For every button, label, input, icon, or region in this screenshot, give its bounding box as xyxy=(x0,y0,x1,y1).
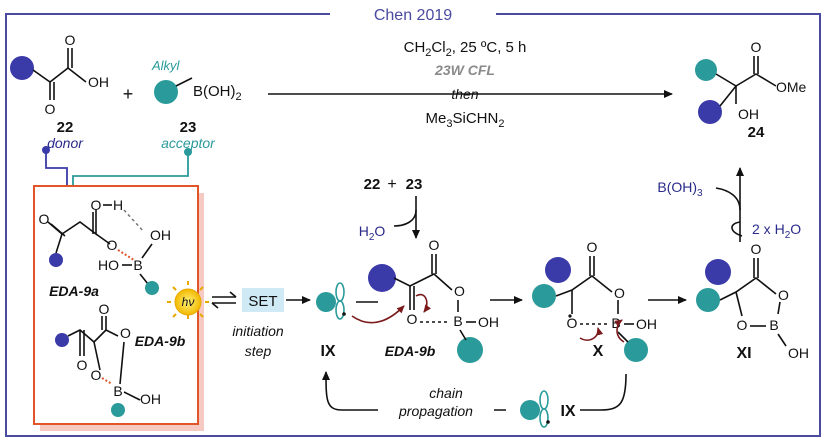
svg-text:O: O xyxy=(39,211,50,227)
main-reaction-arrow: CH2Cl2, 25 ºC, 5 h 23W CFL then Me3SiCHN… xyxy=(268,39,673,130)
svg-text:O: O xyxy=(778,287,789,303)
svg-text:+: + xyxy=(387,176,396,193)
label-24: 24 xyxy=(748,124,765,141)
svg-text:O: O xyxy=(407,311,418,327)
step-label: step xyxy=(245,343,272,359)
eda-9a-structure: O O H O OH B HO EDA-9a xyxy=(39,197,171,299)
product-donor-circle xyxy=(698,100,722,124)
mech-eda-9b: O O O B OH EDA-9b xyxy=(351,237,499,363)
compound-22: O O OH 22 donor xyxy=(10,32,109,151)
svg-text:H: H xyxy=(113,197,123,213)
set-label: SET xyxy=(248,293,277,310)
chain-label: chain xyxy=(429,385,463,401)
label-ix: IX xyxy=(320,343,335,360)
intermediate-x: O O O B OH X xyxy=(532,239,657,362)
svg-text:OH: OH xyxy=(478,314,499,330)
svg-text:B(OH)3: B(OH)3 xyxy=(657,179,703,199)
svg-text:O: O xyxy=(587,239,598,255)
initiation-label: initiation xyxy=(232,323,284,339)
o-carbonyl-1: O xyxy=(45,101,56,117)
label-23: 23 xyxy=(180,119,197,136)
boronic-acid: B(OH)2 xyxy=(193,83,242,103)
svg-text:O: O xyxy=(91,197,102,213)
product-oh: OH xyxy=(738,106,759,122)
condition-light: 23W CFL xyxy=(434,62,495,78)
sun-icon xyxy=(167,281,209,319)
compound-23: Alkyl B(OH)2 23 acceptor xyxy=(151,58,242,151)
svg-text:OH: OH xyxy=(636,316,657,332)
label-x: X xyxy=(593,343,604,360)
equilibrium-arrows xyxy=(211,291,237,309)
svg-text:OH: OH xyxy=(788,345,809,361)
svg-text:O: O xyxy=(120,325,131,341)
light-source: hν xyxy=(167,281,209,319)
acid-oh: OH xyxy=(88,74,109,90)
plus-sign: + xyxy=(123,84,134,104)
set-box xyxy=(242,288,284,312)
svg-text:22: 22 xyxy=(364,176,381,193)
svg-text:HO: HO xyxy=(98,257,119,273)
product-ome: OMe xyxy=(776,79,807,95)
svg-text:O: O xyxy=(454,283,465,299)
svg-text:O: O xyxy=(429,237,440,253)
hydrolysis-arrow: B(OH)3 2 x H2O xyxy=(657,167,801,242)
svg-text:O: O xyxy=(77,357,88,373)
eda-9b-structure: O O O O B OH EDA-9b xyxy=(55,301,186,417)
scheme-title: Chen 2019 xyxy=(374,7,452,24)
chain-propagation-loop: IX chain propagation xyxy=(322,371,627,428)
svg-text:OH: OH xyxy=(150,227,171,243)
svg-text:B: B xyxy=(133,257,142,273)
svg-text:O: O xyxy=(737,317,748,333)
propagation-label: propagation xyxy=(398,403,473,419)
svg-text:OH: OH xyxy=(140,391,161,407)
donor-group-circle xyxy=(10,56,34,80)
svg-text:O: O xyxy=(567,315,578,331)
hv-label: hν xyxy=(182,295,195,309)
svg-text:O: O xyxy=(99,301,110,317)
label-ix-2: IX xyxy=(560,403,575,420)
intermediate-xi: O O O B OH XI xyxy=(696,241,809,362)
label-22: 22 xyxy=(57,119,74,136)
svg-text:O: O xyxy=(91,367,102,383)
svg-text:B: B xyxy=(453,313,462,329)
svg-text:23: 23 xyxy=(406,176,423,193)
donor-label: donor xyxy=(47,135,84,151)
svg-text:O: O xyxy=(614,285,625,301)
svg-text:O: O xyxy=(751,241,762,257)
svg-text:2 x H2O: 2 x H2O xyxy=(752,221,801,241)
acceptor-label: acceptor xyxy=(161,135,216,151)
svg-text:B: B xyxy=(769,317,778,333)
condition-tmsdm: Me3SiCHN2 xyxy=(426,110,505,130)
outer-frame: Chen 2019 xyxy=(5,7,821,437)
product-o: O xyxy=(751,39,762,55)
radical-ix: IX xyxy=(316,282,346,360)
reagent-input: 22 + 23 H2O xyxy=(359,176,423,243)
product-24: O OMe OH 24 xyxy=(695,39,807,141)
svg-text:B: B xyxy=(113,383,122,399)
label-xi: XI xyxy=(736,345,751,362)
acceptor-group-circle xyxy=(154,80,178,104)
mech-eda-9b-label: EDA-9b xyxy=(385,343,436,359)
eda-box: O O H O OH B HO EDA-9a O O O O xyxy=(33,185,204,431)
alkyl-label: Alkyl xyxy=(151,58,181,73)
condition-solvent: CH2Cl2, 25 ºC, 5 h xyxy=(404,39,527,59)
product-acceptor-circle xyxy=(695,59,717,81)
condition-then: then xyxy=(451,86,478,102)
water-out: H2O xyxy=(359,223,386,243)
svg-text:O: O xyxy=(107,237,118,253)
eda-9b-label: EDA-9b xyxy=(135,333,186,349)
o-carbonyl-2: O xyxy=(65,32,76,48)
eda-9a-label: EDA-9a xyxy=(49,283,99,299)
